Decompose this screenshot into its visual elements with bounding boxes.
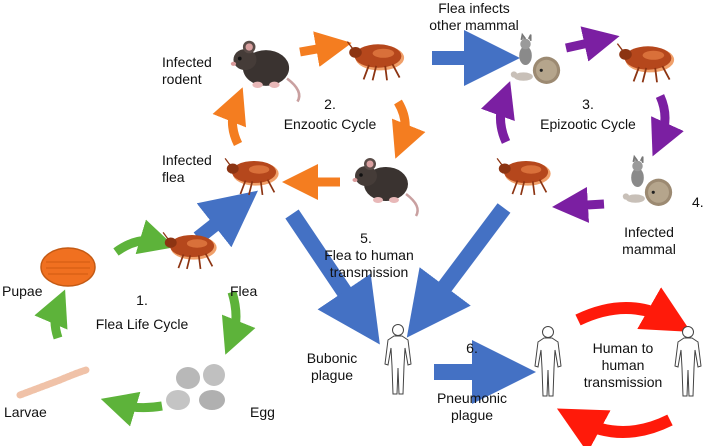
label-flea-to-human-transmission: Flea to human transmission — [324, 247, 414, 280]
arrow-rodent-to-flea — [299, 31, 352, 67]
mammal-group-icon-top — [510, 33, 561, 85]
rat-icon-enzootic-bottom — [351, 156, 419, 218]
mammal-group-icon-bottom — [622, 155, 673, 207]
transmission-arrows — [193, 30, 536, 404]
arrow-pupae-to-flea — [113, 219, 176, 256]
label-infected-mammal: Infected mammal — [622, 224, 676, 257]
egg-icon — [166, 364, 225, 410]
arrow-flea-to-egg — [221, 290, 256, 355]
label-infected-rodent: Infected rodent — [162, 54, 212, 87]
arrow-life-cycle-to-enzootic — [193, 190, 258, 248]
label-bubonic-plague: Bubonic plague — [306, 350, 358, 383]
flea-icon-enzootic-top — [346, 40, 406, 82]
arrow-mammal-to-flea — [565, 26, 620, 62]
label-transmission-number: 5. — [360, 230, 372, 246]
label-flea-infects-other-mammal: Flea infects other mammal — [429, 0, 519, 33]
label-step-4: 4. — [692, 194, 704, 210]
enzootic-arrows — [212, 31, 426, 200]
arrow-mammal-to-flea-purple — [552, 186, 605, 223]
human-silhouette-icon-bubonic — [384, 324, 412, 395]
label-epizootic-number: 3. — [582, 96, 594, 112]
flea-icon-epizootic-bottom — [496, 157, 552, 196]
flea-icon-epizootic-top — [616, 42, 675, 84]
label-human-to-human-transmission: Human to human transmission — [583, 340, 663, 390]
arrow-flea-down-purple — [651, 94, 684, 157]
arrow-human-top — [575, 287, 691, 332]
arrow-larvae-to-pupae — [34, 289, 68, 340]
label-enzootic-cycle: Enzootic Cycle — [283, 116, 377, 132]
pupa-icon — [40, 247, 96, 287]
label-pneumonic-plague: Pneumonic plague — [436, 390, 508, 423]
arrow-flea-down — [391, 99, 426, 159]
arrow-infected-flea-up — [212, 87, 247, 147]
arrow-enzootic-to-human — [285, 209, 380, 345]
label-egg: Egg — [250, 404, 275, 420]
larva-icon — [16, 366, 90, 399]
flea-icon-infected-flea — [224, 157, 280, 196]
human-transmission-arrows — [556, 287, 691, 446]
arrow-egg-to-larvae — [100, 391, 163, 427]
label-infected-flea: Infected flea — [162, 152, 212, 185]
label-epizootic-cycle: Epizootic Cycle — [540, 116, 636, 132]
arrow-human-bottom — [556, 408, 673, 446]
rat-icon-infected-rodent — [229, 39, 301, 103]
label-flea-life-cycle: Flea Life Cycle — [95, 316, 189, 332]
label-pupae: Pupae — [2, 283, 43, 299]
label-life-cycle-number: 1. — [136, 292, 148, 308]
label-larvae: Larvae — [4, 404, 47, 420]
label-step-6: 6. — [466, 340, 478, 356]
arrow-epizootic-to-human — [406, 203, 511, 338]
label-enzootic-number: 2. — [324, 96, 336, 112]
label-flea: Flea — [230, 283, 258, 299]
arrow-flea-up-purple — [480, 81, 515, 144]
epizootic-arrows — [480, 26, 684, 223]
human-silhouette-icon-left — [534, 326, 562, 397]
life-cycle-arrows — [34, 219, 256, 427]
